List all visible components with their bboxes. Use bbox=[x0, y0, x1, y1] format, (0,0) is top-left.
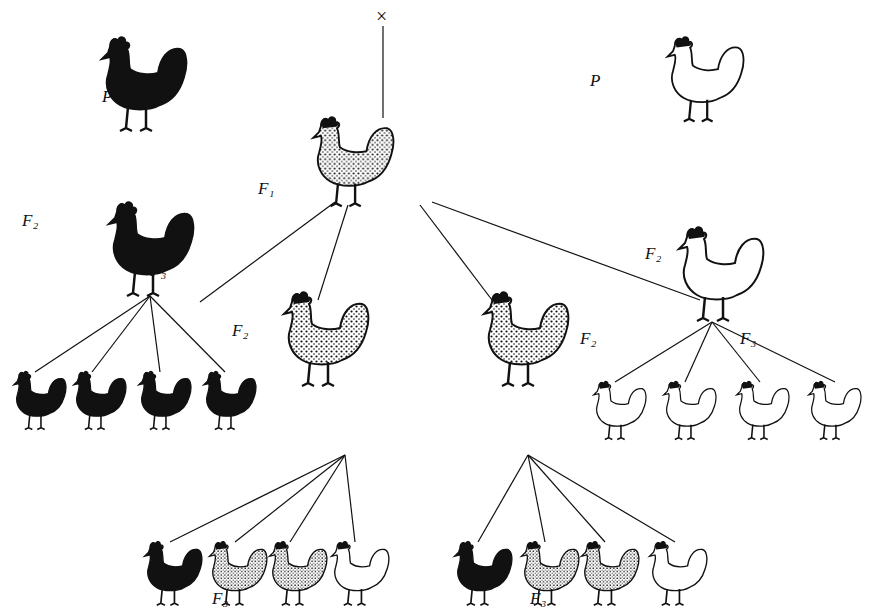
generation-label: P bbox=[102, 88, 112, 105]
generation-label: F₂ bbox=[22, 212, 38, 229]
generation-label: F₃ bbox=[740, 330, 756, 347]
generation-label: F₂ bbox=[645, 245, 661, 262]
generation-label: F₃ bbox=[530, 590, 546, 607]
generation-label: F₃ bbox=[212, 590, 228, 607]
generation-label: F₃ bbox=[150, 262, 166, 279]
cross-symbol: × bbox=[376, 6, 387, 26]
generation-label: F₁ bbox=[258, 180, 274, 197]
generation-label: P bbox=[590, 72, 600, 89]
generation-label: F₂ bbox=[580, 330, 596, 347]
generation-label: F₂ bbox=[232, 322, 248, 339]
